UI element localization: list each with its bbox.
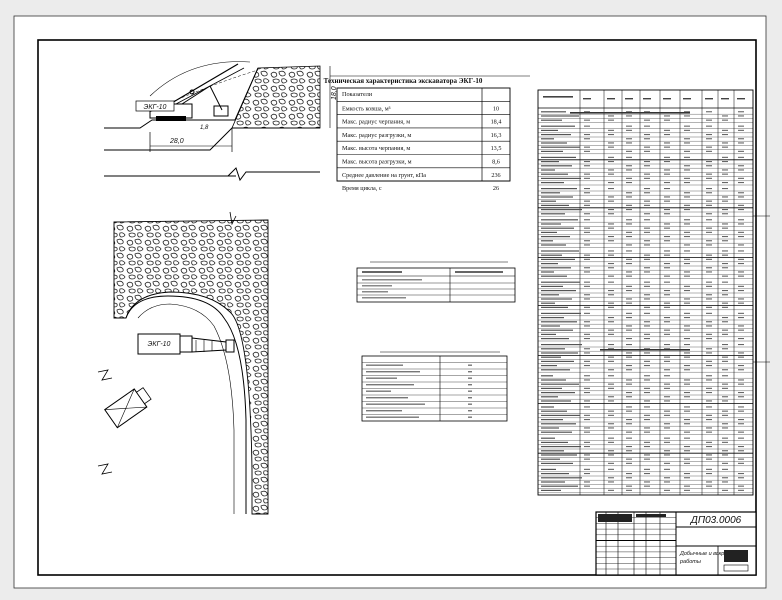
tech-row-label: Емкость ковша, м³ xyxy=(342,105,391,112)
tech-row-value: 13,5 xyxy=(491,145,502,152)
tech-row-value: 16,3 xyxy=(491,132,502,139)
title-block: ДП03.0006 Добычные и вскрышные работы xyxy=(595,511,757,576)
drawing-subtitle-2: работы xyxy=(679,559,701,565)
tech-row-value: 18,4 xyxy=(491,119,502,126)
drawing-code: ДП03.0006 xyxy=(690,515,742,526)
tech-row-label: Макс. радиус черпания, м xyxy=(342,119,410,126)
calculation-table xyxy=(537,89,754,496)
excavator-section-view: ЭКГ-10 18,0 28,0 1,8 xyxy=(104,61,338,182)
tech-table-title: Техническая характеристика экскаватора Э… xyxy=(324,77,483,85)
tech-row-label: Макс. радиус разгрузки, м xyxy=(342,132,411,139)
tech-row-value: 8,6 xyxy=(492,159,500,166)
tech-row-label: Время цикла, с xyxy=(342,185,382,192)
tech-row-value: 26 xyxy=(493,185,499,192)
tech-row-label: Макс. высота разгрузки, м xyxy=(342,159,412,166)
excavator-plan-view: ЭКГ-10 xyxy=(97,211,269,515)
vehicle-park-table xyxy=(356,261,516,303)
tech-row-value: 10 xyxy=(493,105,499,112)
tech-row-label: Макс. высота черпания, м xyxy=(342,145,410,152)
drawing-subtitle-1: Добычные и вскрышные xyxy=(679,551,743,557)
equipment-table xyxy=(361,351,508,422)
tech-row-label: Среднее давление на грунт, кПа xyxy=(342,172,426,179)
excavator-model-label: ЭКГ-10 xyxy=(144,104,167,111)
inner-frame xyxy=(37,39,757,576)
tech-characteristics-table: Техническая характеристика экскаватора Э… xyxy=(324,75,530,192)
tech-table-header: Показатели xyxy=(342,91,373,98)
dim-angle-mark: 1,8 xyxy=(200,125,209,131)
tech-row-value: 236 xyxy=(491,172,500,179)
excavator-plan-label: ЭКГ-10 xyxy=(148,341,171,348)
dim-bench-height: 18,0 xyxy=(331,86,338,100)
dim-bench-width: 28,0 xyxy=(169,138,184,145)
